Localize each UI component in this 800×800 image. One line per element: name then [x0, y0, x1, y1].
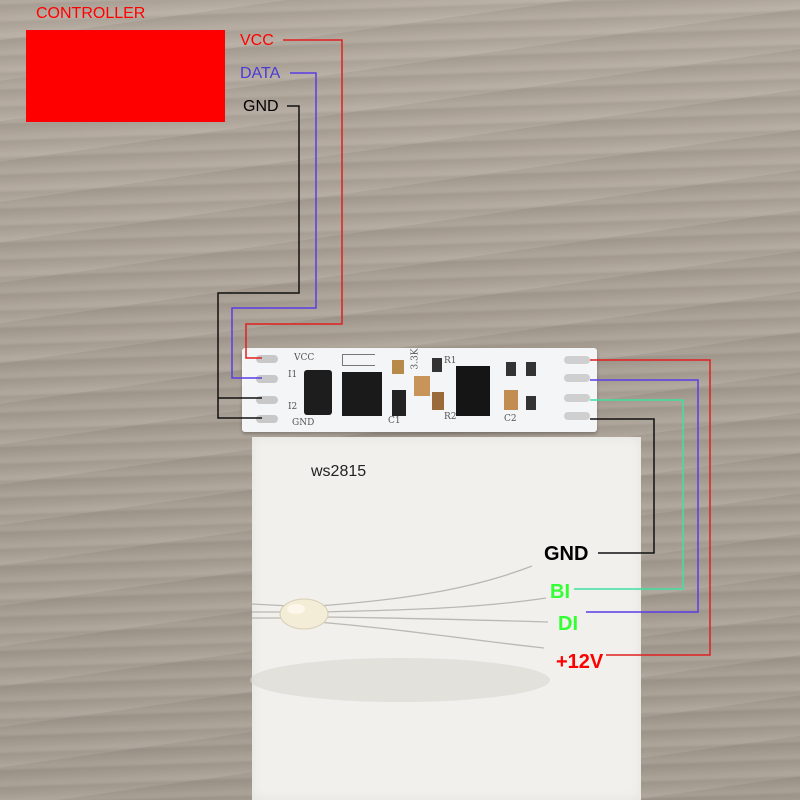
pad-gnd [256, 415, 278, 423]
wire-vcc [245, 39, 343, 359]
strip-gnd-label: GND [544, 543, 589, 565]
silk-r2: R2 [444, 412, 457, 422]
signal-amplifier-board: VCC I1 I2 GND C1 3.3K R1 R2 C2 [242, 348, 597, 432]
silk-c1: C1 [388, 416, 401, 426]
wire-out-gnd [590, 418, 655, 554]
silk-vcc: VCC [294, 353, 315, 363]
silk-i2: I2 [288, 402, 298, 412]
controller-block [26, 30, 225, 122]
ic-chip [456, 366, 490, 416]
controller-vcc-label: VCC [240, 32, 274, 49]
arrow-marking [342, 354, 375, 366]
pad-vcc [256, 355, 278, 363]
diode-component [304, 370, 332, 415]
silk-c2: C2 [504, 414, 517, 424]
pad-out-3 [564, 394, 590, 402]
resistor-r1 [432, 358, 442, 372]
silk-gnd: GND [292, 418, 315, 428]
wire-data [231, 72, 317, 379]
smd-tan-2 [414, 376, 430, 396]
smd-tan-1 [392, 360, 404, 374]
wire-plus12v [590, 359, 711, 656]
led-leads [251, 565, 549, 649]
pad-i1 [256, 375, 278, 383]
resistor-r5 [526, 396, 536, 410]
strip-di-label: DI [558, 613, 578, 635]
strip-12v-label: +12V [556, 651, 604, 673]
silk-i1: I1 [288, 370, 298, 380]
cap-brown [432, 392, 444, 410]
wire-bi [574, 399, 684, 590]
strip-bi-label: BI [550, 581, 570, 603]
led-shadow [250, 658, 550, 702]
wire-di [586, 379, 699, 613]
smd-tan-3 [504, 390, 518, 410]
pad-out-1 [564, 356, 590, 364]
regulator-component [342, 372, 382, 416]
wire-gnd [217, 105, 300, 419]
controller-data-label: DATA [240, 65, 281, 82]
controller-gnd-label: GND [243, 98, 279, 115]
resistor-r3 [506, 362, 516, 376]
pad-i2 [256, 396, 278, 404]
cap-c1 [392, 390, 406, 416]
resistor-r4 [526, 362, 536, 376]
silk-r1: R1 [444, 356, 457, 366]
controller-title: CONTROLLER [36, 5, 146, 22]
pad-out-4 [564, 412, 590, 420]
led-model-label: ws2815 [311, 463, 367, 480]
led-body [279, 598, 329, 630]
pad-out-2 [564, 374, 590, 382]
